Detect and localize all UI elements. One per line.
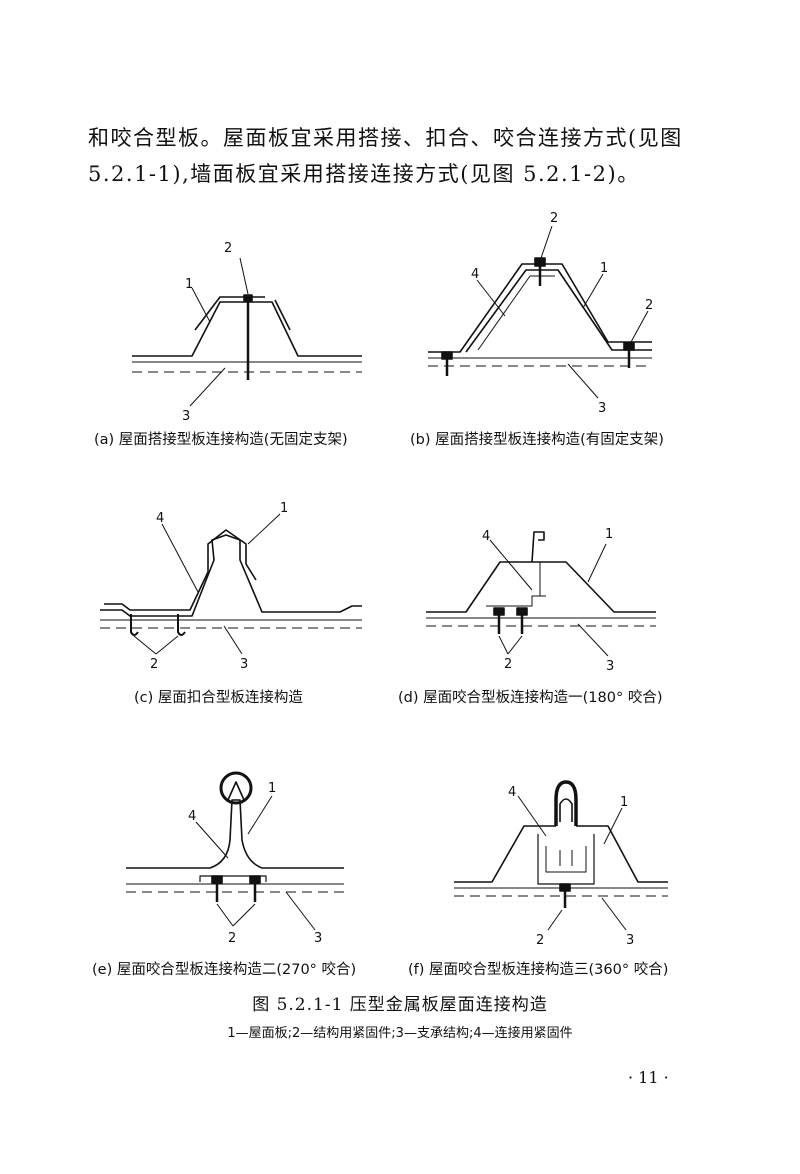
paragraph-line-1: 和咬合型板。屋面板宜采用搭接、扣合、咬合连接方式(见图	[88, 126, 683, 150]
subcaption-b: (b) 屋面搭接型板连接构造(有固定支架)	[410, 432, 664, 448]
label-c-2: 2	[150, 657, 158, 672]
diagram-b	[428, 225, 652, 399]
label-b-4: 4	[471, 267, 479, 282]
subcaption-f: (f) 屋面咬合型板连接构造三(360° 咬合)	[408, 962, 669, 978]
subcaption-d: (d) 屋面咬合型板连接构造一(180° 咬合)	[398, 690, 663, 706]
label-d-2: 2	[504, 657, 512, 672]
diagram-d	[426, 531, 656, 657]
diagram-labels: 2 1 3 2 4 1 2 3 4 1 2 3 4 1 2 3 4 1 2 3 …	[150, 211, 653, 948]
diagram-c	[100, 513, 362, 655]
label-b-3: 3	[598, 401, 606, 416]
subcaption-a: (a) 屋面搭接型板连接构造(无固定支架)	[94, 432, 348, 448]
label-d-4: 4	[482, 529, 490, 544]
subcaption-c: (c) 屋面扣合型板连接构造	[134, 690, 303, 706]
label-c-1: 1	[280, 501, 288, 516]
diagram-e	[126, 771, 344, 931]
label-f-3: 3	[626, 933, 634, 948]
label-b-1: 1	[600, 261, 608, 276]
label-d-3: 3	[606, 659, 614, 674]
label-a-1: 1	[185, 277, 193, 292]
label-a-3: 3	[182, 409, 190, 424]
figure-caption: 图 5.2.1-1 压型金属板屋面连接构造	[252, 995, 548, 1015]
diagram-f	[454, 780, 668, 931]
label-c-4: 4	[156, 511, 164, 526]
label-e-4: 4	[188, 809, 196, 824]
label-f-2: 2	[536, 933, 544, 948]
figure-legend: 1—屋面板;2—结构用紧固件;3—支承结构;4—连接用紧固件	[227, 1026, 573, 1041]
label-b-2-top: 2	[550, 211, 558, 226]
page-number: · 11 ·	[628, 1068, 669, 1087]
label-e-1: 1	[268, 781, 276, 796]
label-e-3: 3	[314, 931, 322, 946]
label-c-3: 3	[240, 657, 248, 672]
label-f-1: 1	[620, 795, 628, 810]
label-a-2: 2	[224, 241, 232, 256]
label-b-2-right: 2	[645, 298, 653, 313]
diagram-a	[132, 257, 362, 407]
label-e-2: 2	[228, 931, 236, 946]
paragraph-line-2: 5.2.1-1),墙面板宜采用搭接连接方式(见图 5.2.1-2)。	[88, 162, 640, 186]
subcaption-e: (e) 屋面咬合型板连接构造二(270° 咬合)	[92, 962, 357, 978]
label-d-1: 1	[605, 527, 613, 542]
label-f-4: 4	[508, 785, 516, 800]
